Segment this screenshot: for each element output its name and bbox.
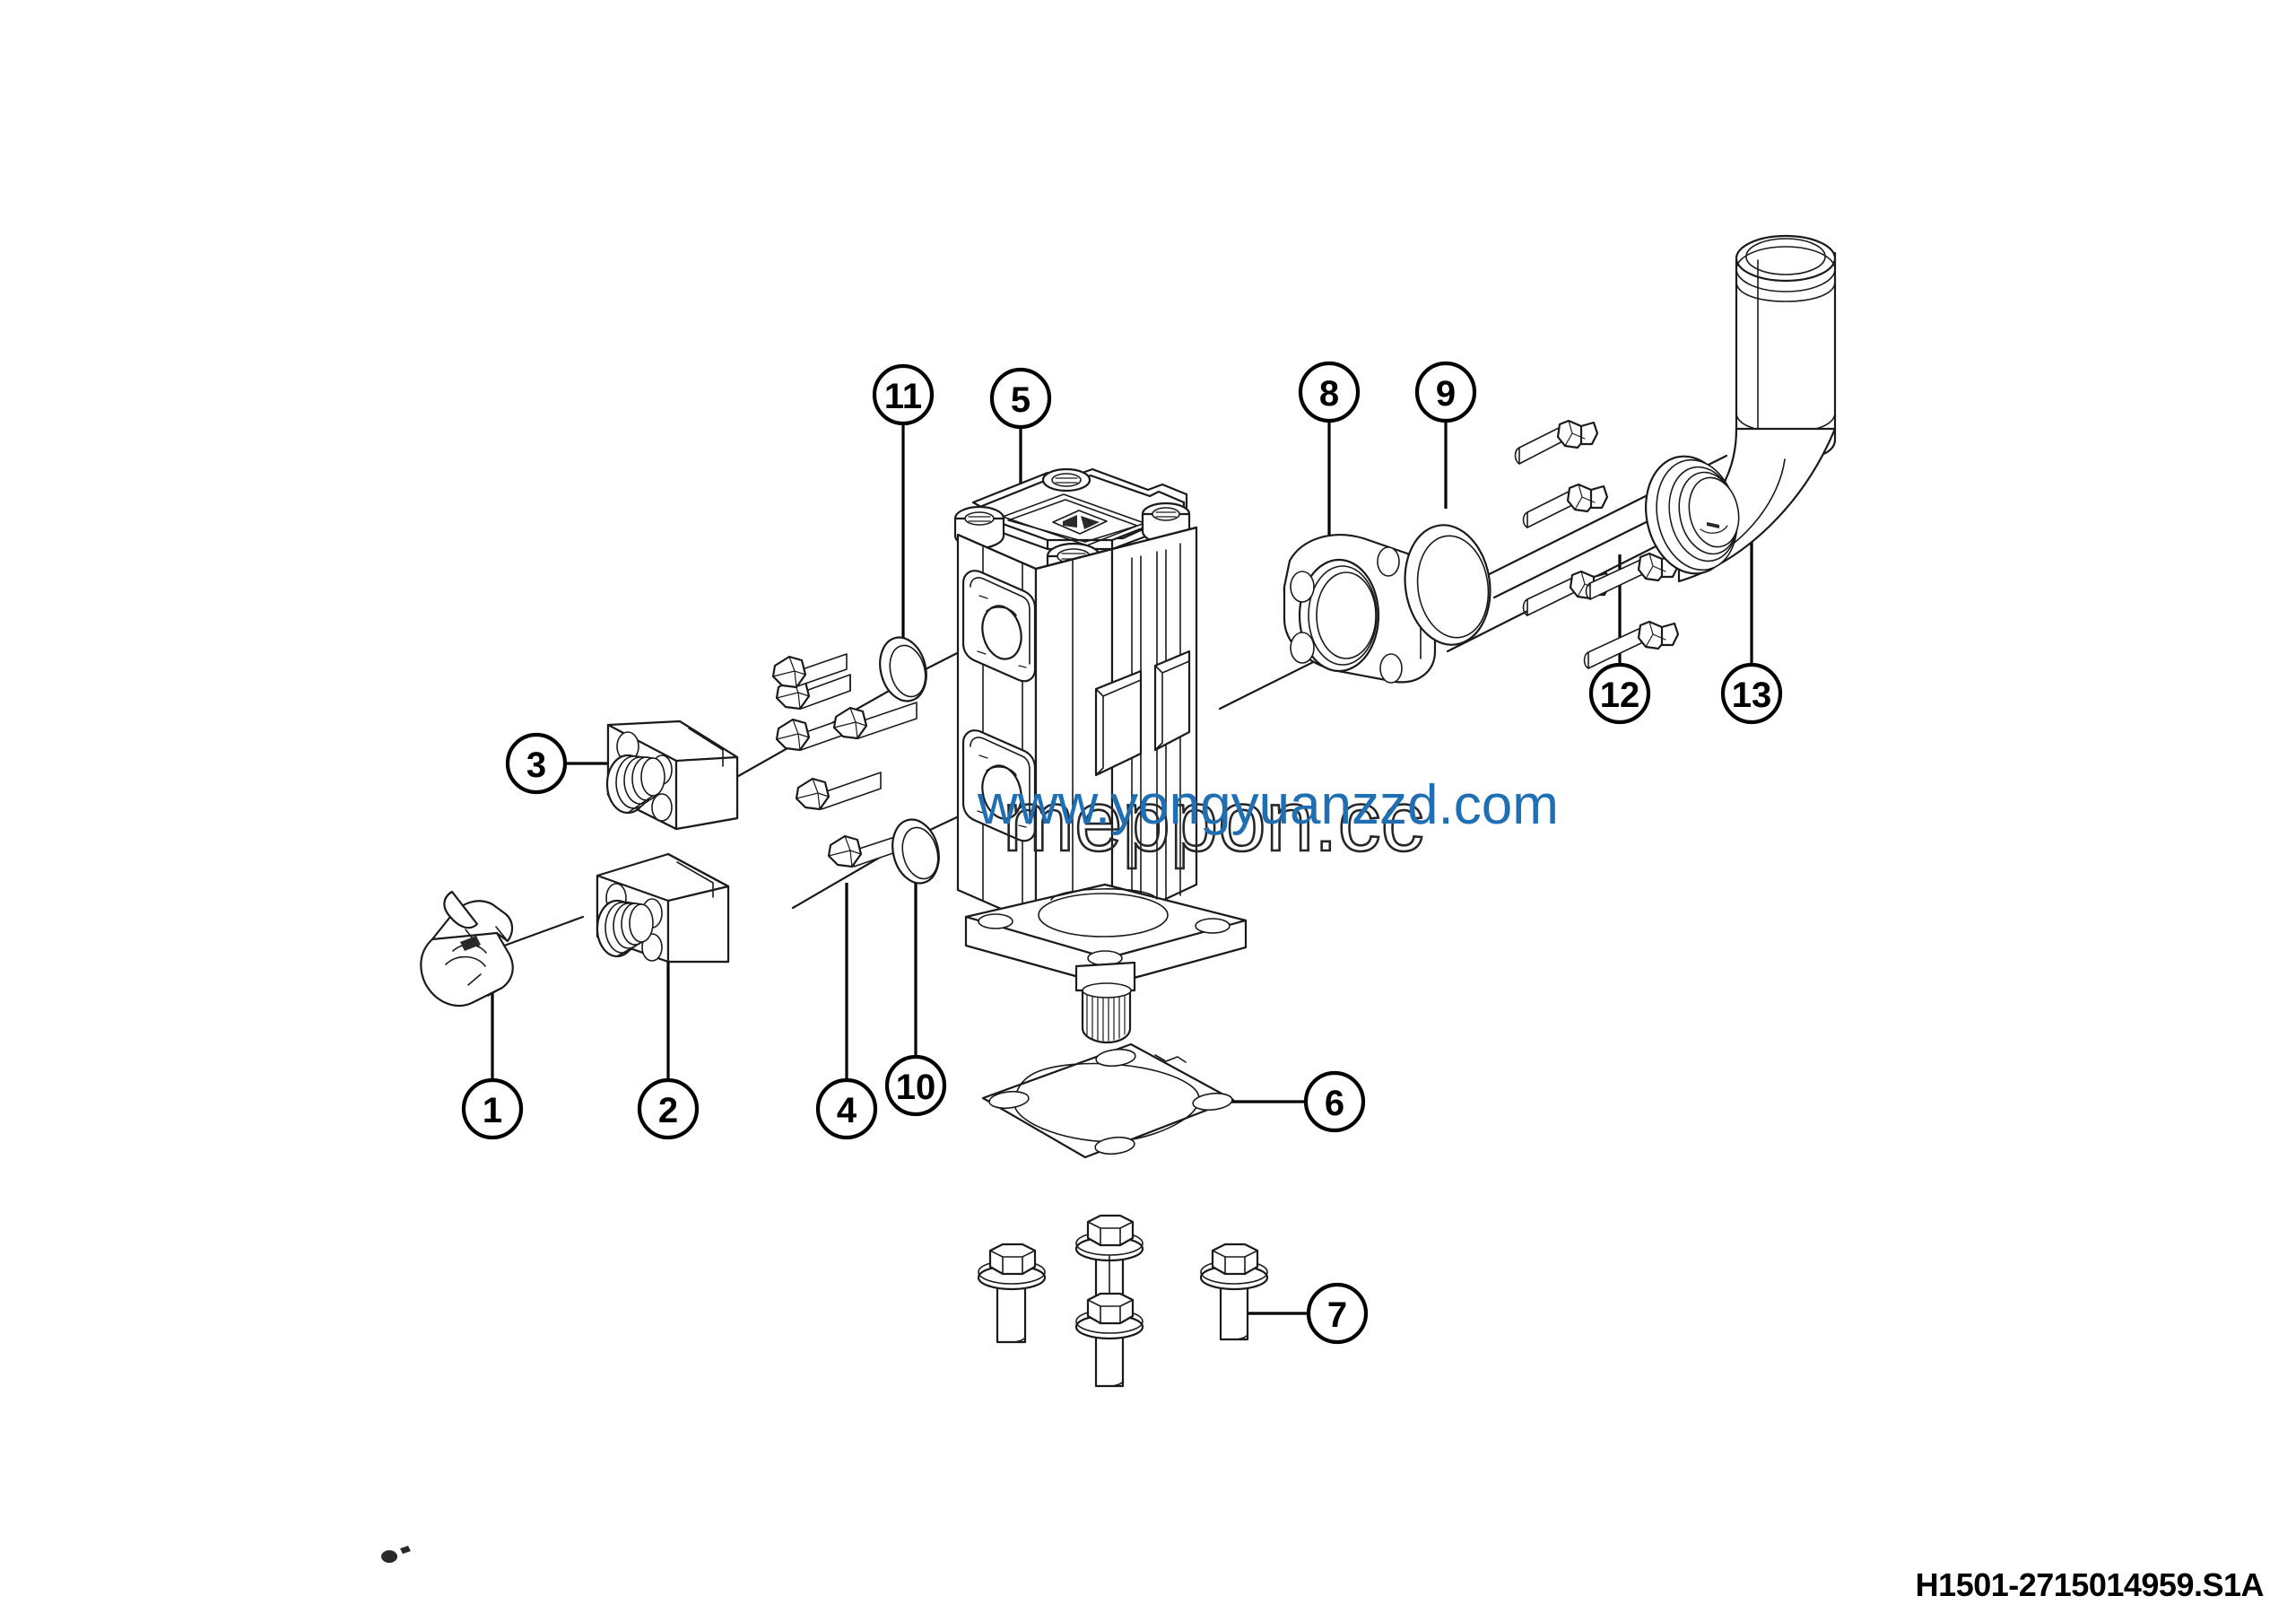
bolt — [1514, 419, 1599, 465]
callout-label: 11 — [884, 377, 922, 416]
callout-label: 1 — [483, 1091, 502, 1130]
bolt — [1585, 552, 1680, 600]
part-o-ring-suction — [1404, 524, 1492, 646]
callout-label: 10 — [896, 1068, 936, 1107]
part-square-flange-fitting-lower — [596, 852, 730, 964]
callout-8[interactable]: 8 — [1298, 361, 1361, 423]
callout-label: 6 — [1325, 1084, 1344, 1123]
registration-mark — [381, 1546, 411, 1563]
callout-balloons: 1 2 3 4 5 6 7 — [461, 361, 1783, 1345]
callout-2[interactable]: 2 — [637, 1077, 700, 1140]
part-square-flange-fitting-upper — [605, 719, 739, 831]
callout-label: 4 — [837, 1091, 857, 1130]
bolt — [771, 653, 848, 689]
callout-label: 8 — [1319, 374, 1339, 414]
part-pump-body-housing — [953, 467, 1248, 1044]
callout-label: 3 — [526, 746, 546, 785]
bolt-group-upper-left — [771, 653, 848, 689]
callout-7[interactable]: 7 — [1306, 1282, 1369, 1345]
part-o-ring-port-lower — [891, 818, 940, 885]
watermark-blue: www.yongyuanzzd.com — [977, 774, 1559, 836]
callout-13[interactable]: 13 — [1720, 662, 1783, 725]
part-hex-flange-bolt-group-right — [1514, 419, 1680, 669]
part-hex-flange-bolt-group-left — [775, 674, 918, 868]
bolt — [832, 702, 918, 740]
bolt — [1199, 1243, 1269, 1341]
part-mounting-gasket — [981, 1042, 1235, 1159]
part-o-ring-port-upper — [879, 636, 927, 702]
bolt — [1522, 483, 1609, 528]
callout-label: 9 — [1436, 374, 1456, 414]
top-bolt-boss — [1041, 467, 1091, 493]
bolt — [1583, 620, 1680, 669]
callout-12[interactable]: 12 — [1588, 662, 1651, 725]
part-elbow-suction-pipe — [1644, 234, 1837, 583]
callout-10[interactable]: 10 — [884, 1054, 947, 1117]
callout-3[interactable]: 3 — [505, 732, 568, 795]
bolt — [1074, 1292, 1144, 1388]
callout-1[interactable]: 1 — [461, 1077, 524, 1140]
callout-label: 12 — [1600, 676, 1640, 715]
watermark-outline: meppon.cc — [1003, 773, 1424, 869]
bolt — [795, 772, 882, 811]
bolt — [977, 1243, 1047, 1344]
part-elbow-adapter-fitting — [420, 890, 514, 1007]
callout-label: 5 — [1011, 380, 1031, 420]
part-number-label: H1501-2715014959.S1A — [1915, 1566, 2265, 1603]
watermark-group: meppon.cc www.yongyuanzzd.com — [977, 772, 1559, 871]
callout-6[interactable]: 6 — [1303, 1070, 1366, 1133]
callout-4[interactable]: 4 — [815, 1077, 878, 1140]
callout-5[interactable]: 5 — [989, 367, 1052, 430]
shaft-splines — [1086, 991, 1126, 1042]
callout-9[interactable]: 9 — [1414, 361, 1477, 423]
callout-label: 13 — [1732, 676, 1772, 715]
manufacturer-nameplate — [1052, 510, 1108, 535]
callout-label: 2 — [658, 1091, 678, 1130]
callout-label: 7 — [1327, 1295, 1347, 1335]
callout-11[interactable]: 11 — [872, 363, 935, 426]
part-hex-flange-bolt-group-base — [977, 1214, 1269, 1388]
